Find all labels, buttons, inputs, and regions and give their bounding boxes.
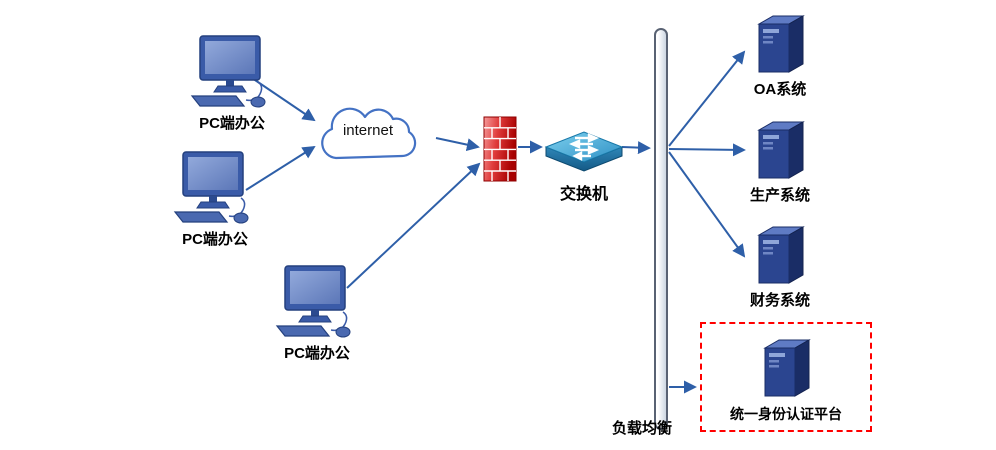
link-pc3-firewall [346,162,481,289]
internet-cloud: internet [302,98,442,170]
pc-client-2: PC端办公 [165,150,265,249]
link-switch-loadbalancer [621,141,651,155]
switch-label: 交换机 [559,186,608,203]
server-oa: OA系统 [722,12,838,99]
link-internet-firewall [435,137,480,152]
pc-client-label: PC端办公 [199,115,265,132]
link-pc1-internet [251,77,316,122]
firewall-brick-icon [483,116,517,182]
load-balancer-bar [654,28,668,430]
link-loadbalancer-production [668,143,746,157]
auth-platform-label: 统一身份认证平台 [730,406,842,422]
server-label: OA系统 [753,81,807,98]
link-loadbalancer-oa [668,50,746,147]
auth-platform-highlight-box: 统一身份认证平台 [700,322,872,432]
pc-client-3: PC端办公 [267,264,367,363]
link-loadbalancer-finance [668,151,746,258]
desktop-pc-icon [275,265,351,338]
server-production: 生产系统 [722,118,838,205]
server-tower-icon [757,15,805,73]
internet-label: internet [342,122,394,139]
pc-client-label: PC端办公 [284,345,350,362]
network-switch: 交换机 [538,120,630,204]
server-label: 财务系统 [749,292,810,309]
server-tower-icon [757,121,805,179]
desktop-pc-icon [173,151,249,224]
server-label: 生产系统 [749,187,810,204]
desktop-pc-icon [190,35,266,108]
server-tower-icon [763,339,811,397]
load-balancer-label: 负载均衡 [611,420,672,437]
server-finance: 财务系统 [722,223,838,310]
firewall [483,116,517,182]
cloud-icon [321,107,417,160]
link-pc2-internet [245,145,316,191]
pc-client-1: PC端办公 [182,34,282,133]
server-tower-icon [757,226,805,284]
network-switch-icon [544,131,624,172]
pc-client-label: PC端办公 [182,231,248,248]
